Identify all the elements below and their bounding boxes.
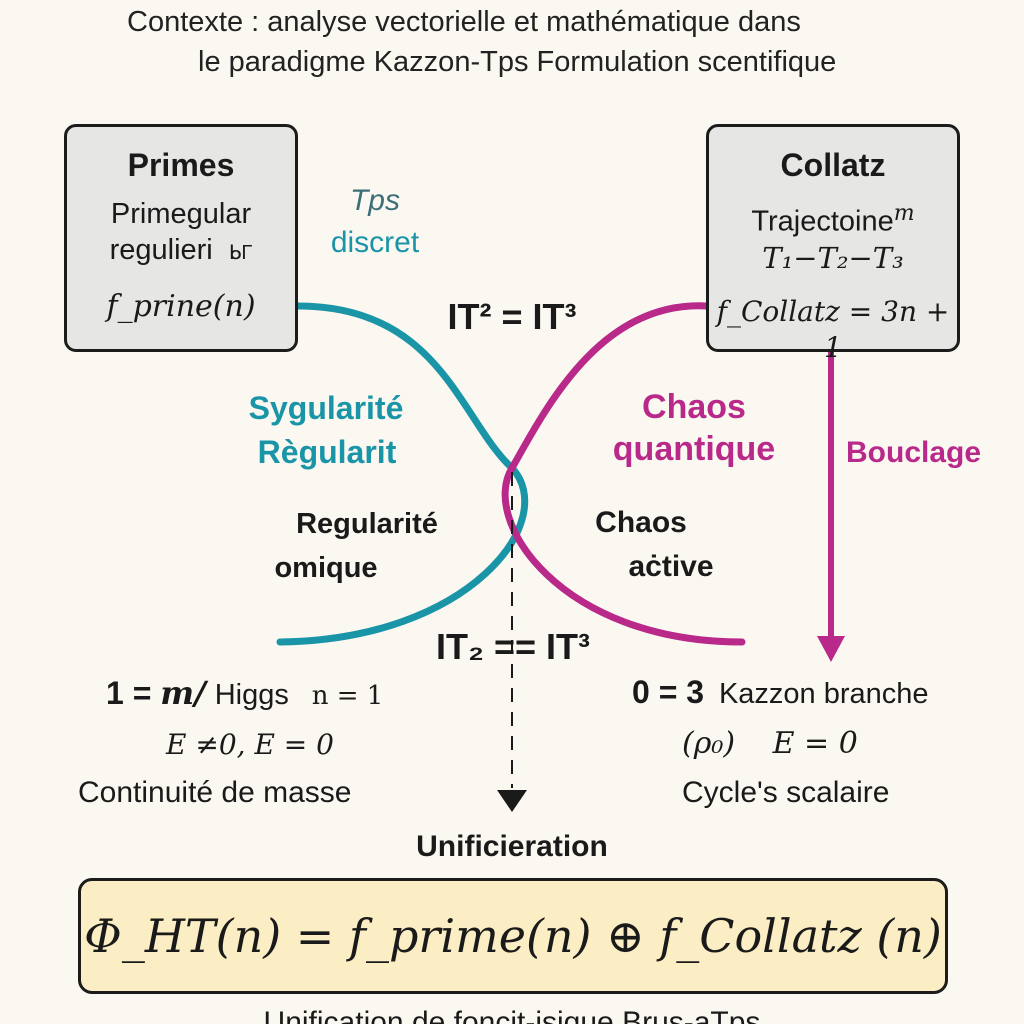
collatz-formula: f_Collatz = 3n + 1 [716,294,950,364]
right-eq-b: Kazzon branche [718,678,929,710]
unification-formula: Φ_HT(n) = f_prime(n) ⊕ f_Collatz (n) [84,909,942,963]
collatz-line-1-sup: m [893,201,915,226]
label-discret: discret [330,226,420,259]
label-chaos-2: Chaos [595,506,687,539]
unification-caption: Unification de foncit-isique Brus-aTps [263,1006,761,1024]
left-eq-a: 1 = [106,675,152,711]
unification-formula-box: Φ_HT(n) = f_prime(n) ⊕ f_Collatz (n) [78,878,948,994]
primes-formula: f_prine(n) [106,289,256,324]
collatz-title: Collatz [780,147,886,183]
primes-line-2-text: regulieri [109,234,213,266]
left-equation-2: E ≠0, E = 0 [166,728,334,761]
dashed-arrow-head [497,790,527,812]
magenta-curve [501,302,746,646]
context-line-1: Contexte : analyse vectorielle et mathém… [127,6,801,38]
label-chaos: Chaos [642,388,746,426]
bouclage-arrow-head [817,636,845,662]
left-eq-m: m/ [160,674,206,712]
right-equation-1: 0 = 3 Kazzon branche [632,674,929,711]
collatz-line-1: Trajectoinem [709,196,957,240]
primes-line-1: Primegular [110,198,252,230]
label-quantique: quantique [612,430,776,468]
primes-box: Primes Primegular regulieri ᖯΓ f_prine(n… [64,124,298,352]
unification-title: Unificieration [416,830,608,863]
label-regularite: Regularité [296,508,438,540]
left-eq-b: Higgs [214,679,289,711]
context-line-2: le paradigme Kazzon-Tps Formulation scen… [198,46,837,78]
left-equation-1: 1 = m/ Higgs n = 1 [106,674,383,712]
label-omique: omique [274,552,378,584]
right-equation-2: (ρ₀) E = 0 [682,726,858,761]
label-active: aċtive [628,550,714,583]
label-it-top: IT² = IT³ [447,296,577,337]
label-tps: Tps [349,184,400,217]
teal-curve [276,302,529,646]
primes-glyph: ᖯΓ [228,242,253,264]
label-sygularite: Sygularité [248,390,404,426]
right-eq-a: 0 = 3 [632,674,705,710]
primes-line-2: regulieri ᖯΓ [67,232,295,271]
right-eq2-b: E = 0 [772,726,858,761]
right-eq2-a: (ρ₀) [682,726,736,761]
collatz-box: Collatz Trajectoinem T₁−T₂−T₃ f_Collatz … [706,124,960,364]
collatz-line-1-text: Trajectoine [751,205,894,238]
left-caption: Continuité de masse [78,776,352,809]
right-caption: Cycle's scalaire [682,776,890,809]
label-regularit: Règularit [257,434,397,470]
label-bouclage: Bouclage [846,436,982,469]
left-eq-n: n = 1 [311,681,384,711]
primes-title: Primes [127,147,235,183]
collatz-line-2: T₁−T₂−T₃ [762,240,904,275]
label-it-mid: IT₂ == IT³ [435,626,591,667]
